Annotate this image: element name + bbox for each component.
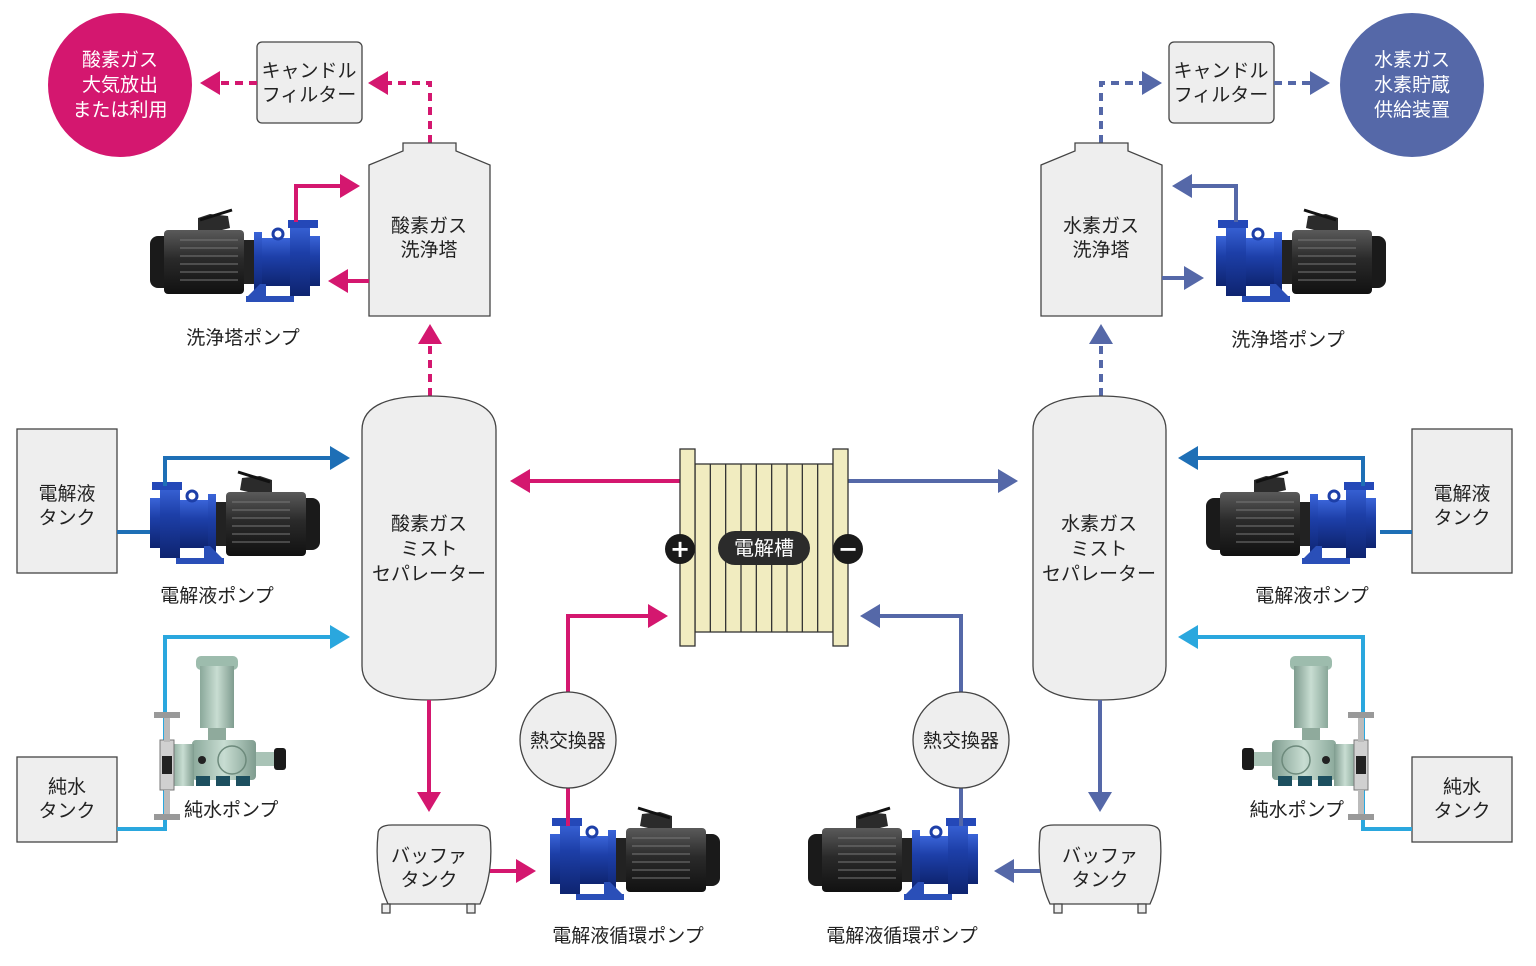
hydrogen-candle-filter: キャンドル フィルター xyxy=(1168,41,1275,124)
oxygen-scrubber-line2: 洗浄塔 xyxy=(400,239,457,261)
oxygen-electrolyte-tank-line1: 電解液 xyxy=(38,483,95,505)
hydrogen-electrolyte-pump-label: 電解液ポンプ xyxy=(1255,585,1368,607)
hydrogen-heat-exchanger: 熱交換器 xyxy=(912,691,1010,789)
oxygen-electrolyte-tank: 電解液 タンク xyxy=(16,428,118,574)
hydrogen-electrolyte-tank: 電解液 タンク xyxy=(1411,428,1513,574)
oxygen-buffer-tank: バッファ タンク xyxy=(376,824,492,914)
pipe-o2-pump-to-scrubber xyxy=(294,174,360,222)
hydrogen-electrolyte-pump-icon xyxy=(1204,470,1378,566)
pipe-o2-scrubber-to-filter xyxy=(368,71,432,143)
oxygen-electrolyte-pump-label: 電解液ポンプ xyxy=(160,585,273,607)
oxygen-outlet-line2: 大気放出 xyxy=(82,74,158,96)
hydrogen-outlet-line3: 供給装置 xyxy=(1374,99,1450,121)
hydrogen-scrubber-line2: 洗浄塔 xyxy=(1072,239,1129,261)
oxygen-electrolyte-tank-line2: タンク xyxy=(38,507,95,529)
electrolyzer-cell: 電解槽 + − xyxy=(665,448,863,647)
oxygen-separator-line1: 酸素ガス xyxy=(391,513,467,535)
oxygen-pure-water-pump-icon xyxy=(153,655,287,821)
svg-text:−: − xyxy=(838,535,858,563)
oxygen-outlet-circle xyxy=(48,13,192,157)
oxygen-candle-filter: キャンドル フィルター xyxy=(256,41,363,124)
hydrogen-candle-filter-line1: キャンドル xyxy=(1173,60,1268,82)
oxygen-candle-filter-line2: フィルター xyxy=(262,84,357,106)
hydrogen-separator-line1: 水素ガス xyxy=(1061,513,1137,535)
oxygen-pure-water-tank-line1: 純水 xyxy=(48,776,86,798)
anode-plus-icon: + xyxy=(665,534,695,564)
electrolyzer-label: 電解槽 xyxy=(734,536,794,560)
oxygen-pure-water-tank-line2: タンク xyxy=(38,800,95,822)
pipe-h2-pump-to-scrubber xyxy=(1172,174,1238,222)
hydrogen-gas-outlet: 水素ガス 水素貯蔵 供給装置 xyxy=(1340,13,1484,157)
oxygen-pure-water-tank: 純水 タンク xyxy=(16,756,118,843)
hydrogen-scrubber-line1: 水素ガス xyxy=(1063,215,1139,237)
hydrogen-circulation-pump-label: 電解液循環ポンプ xyxy=(826,925,977,947)
pipe-h2-epump-to-separator xyxy=(1178,446,1365,486)
oxygen-pure-water-pump-label: 純水ポンプ xyxy=(184,799,278,821)
hydrogen-scrubber-pump-icon xyxy=(1214,208,1388,304)
oxygen-outlet-line1: 酸素ガス xyxy=(82,49,158,71)
hydrogen-separator-line2: ミスト xyxy=(1070,538,1127,560)
oxygen-scrubber-pump-label: 洗浄塔ポンプ xyxy=(186,327,299,349)
oxygen-scrubber-line1: 酸素ガス xyxy=(391,215,467,237)
oxygen-candle-filter-line1: キャンドル xyxy=(261,60,356,82)
hydrogen-scrubber-tower: 水素ガス 洗浄塔 xyxy=(1040,142,1163,317)
oxygen-heat-exchanger-label: 熱交換器 xyxy=(530,730,606,752)
hydrogen-buffer-tank: バッファ タンク xyxy=(1038,824,1162,914)
cathode-minus-icon: − xyxy=(833,534,863,564)
hydrogen-buffer-line2: タンク xyxy=(1071,869,1128,891)
hydrogen-electrolyte-tank-line2: タンク xyxy=(1433,507,1490,529)
hydrogen-pure-water-pump-label: 純水ポンプ xyxy=(1250,799,1344,821)
oxygen-scrubber-pump-icon xyxy=(148,208,322,304)
oxygen-circulation-pump-label: 電解液循環ポンプ xyxy=(552,925,703,947)
hydrogen-mist-separator: 水素ガス ミスト セパレーター xyxy=(1032,395,1167,701)
hydrogen-candle-filter-line2: フィルター xyxy=(1174,84,1269,106)
oxygen-outlet-line3: または利用 xyxy=(72,99,167,121)
hydrogen-heat-exchanger-label: 熱交換器 xyxy=(923,730,999,752)
hydrogen-outlet-line2: 水素貯蔵 xyxy=(1374,74,1450,96)
oxygen-electrolyte-pump-icon xyxy=(148,470,322,566)
oxygen-mist-separator: 酸素ガス ミスト セパレーター xyxy=(361,395,497,701)
pipe-o2-epump-to-separator xyxy=(163,446,350,486)
hydrogen-pure-water-tank-line2: タンク xyxy=(1433,800,1490,822)
hydrogen-circulation-pump-icon xyxy=(806,806,980,902)
hydrogen-pure-water-tank-line1: 純水 xyxy=(1443,776,1481,798)
hydrogen-outlet-line1: 水素ガス xyxy=(1374,49,1450,71)
oxygen-buffer-line2: タンク xyxy=(400,869,457,891)
hydrogen-buffer-line1: バッファ xyxy=(1062,845,1138,867)
oxygen-heat-exchanger: 熱交換器 xyxy=(519,691,617,789)
hydrogen-scrubber-pump-label: 洗浄塔ポンプ xyxy=(1231,329,1344,351)
oxygen-separator-line2: ミスト xyxy=(400,538,457,560)
oxygen-circulation-pump-icon xyxy=(548,806,722,902)
oxygen-gas-outlet: 酸素ガス 大気放出 または利用 xyxy=(48,13,192,157)
hydrogen-electrolyte-tank-line1: 電解液 xyxy=(1433,483,1490,505)
oxygen-separator-line3: セパレーター xyxy=(372,563,486,585)
svg-text:+: + xyxy=(670,535,690,563)
pipe-h2-scrubber-to-filter xyxy=(1099,71,1162,143)
hydrogen-outlet-circle xyxy=(1340,13,1484,157)
hydrogen-pure-water-pump-icon xyxy=(1241,655,1375,821)
hydrogen-pure-water-tank: 純水 タンク xyxy=(1411,756,1513,843)
hydrogen-separator-line3: セパレーター xyxy=(1042,563,1156,585)
oxygen-buffer-line1: バッファ xyxy=(391,845,467,867)
oxygen-scrubber-tower: 酸素ガス 洗浄塔 xyxy=(368,142,491,317)
